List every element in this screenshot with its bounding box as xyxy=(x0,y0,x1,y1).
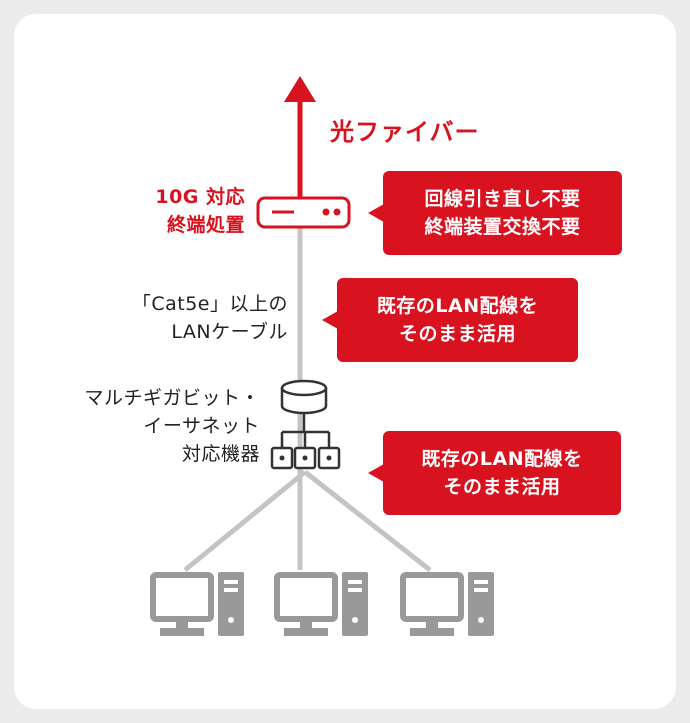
pc-icon xyxy=(274,572,368,636)
pc-icon xyxy=(400,572,494,636)
switch-device-icon xyxy=(270,379,341,470)
cable-label: 「Cat5e」以上の LANケーブル xyxy=(131,293,288,343)
lan-branch-right xyxy=(303,470,432,572)
callout-reuse-lan: 既存のLAN配線を そのまま活用 xyxy=(368,431,621,515)
onu-device-icon xyxy=(256,196,351,229)
callout-no-rewiring: 回線引き直し不要 終端装置交換不要 xyxy=(368,171,622,255)
pc-icon xyxy=(150,572,244,636)
lan-branch-left xyxy=(183,470,307,572)
fiber-label: 光ファイバー xyxy=(330,118,480,146)
callout-reuse-lan: 既存のLAN配線を そのまま活用 xyxy=(322,278,578,362)
onu-label: 10G 対応 終端処置 xyxy=(155,186,245,236)
switch-label: マルチギガビット・ イーサネット 対応機器 xyxy=(84,387,260,465)
fiber-arrow-head xyxy=(284,76,316,102)
